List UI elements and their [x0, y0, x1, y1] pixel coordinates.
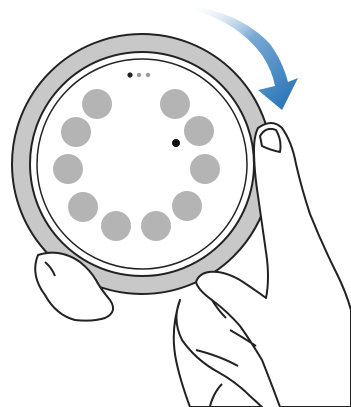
app-icon[interactable]	[190, 154, 220, 184]
app-icon[interactable]	[61, 117, 91, 147]
app-icon[interactable]	[68, 192, 98, 222]
app-icon[interactable]	[184, 116, 214, 146]
app-icon[interactable]	[101, 211, 131, 241]
app-icon[interactable]	[160, 89, 190, 119]
page-indicator-dot	[146, 73, 150, 77]
app-icon[interactable]	[141, 211, 171, 241]
page-indicator	[127, 72, 150, 77]
app-icon[interactable]	[172, 191, 202, 221]
app-icon[interactable]	[82, 89, 112, 119]
dot-icon	[172, 139, 180, 147]
app-icon[interactable]	[53, 154, 83, 184]
page-indicator-dot	[137, 73, 141, 77]
page-indicator-dot	[127, 72, 132, 77]
